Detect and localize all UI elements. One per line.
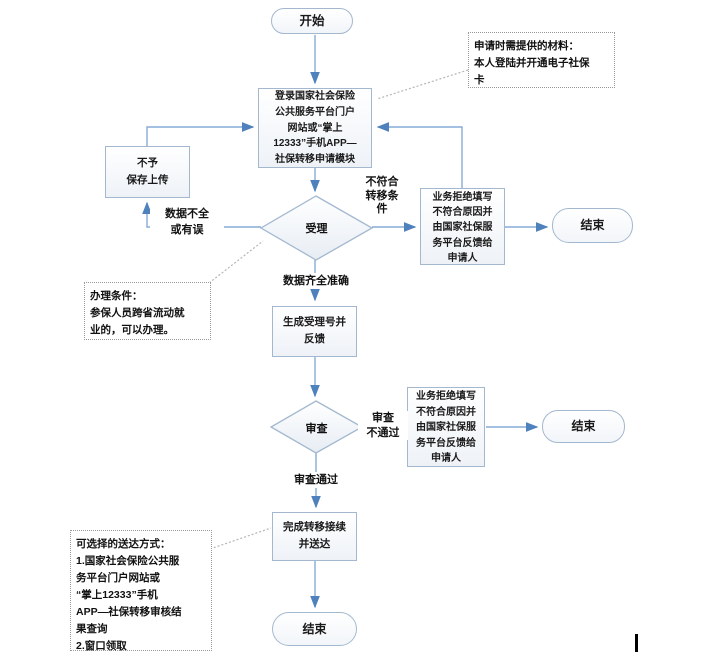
reject-feedback-step-1: 业务拒绝填写 不符合原因并 由国家社保服 务平台反馈给 申请人 (420, 188, 505, 265)
reject-feedback-step-2: 业务拒绝填写 不符合原因并 由国家社保服 务平台反馈给 申请人 (407, 387, 485, 467)
end-terminator-3: 结束 (272, 612, 357, 646)
note-delivery-options: 可选择的送达方式： 1.国家社会保险公共服 务平台门户网站或 “掌上12333”… (70, 530, 212, 652)
edge-label-data-incomplete: 数据不全 或有误 (150, 206, 224, 238)
start-terminator: 开始 (271, 8, 353, 34)
accept-diamond (259, 195, 374, 261)
generate-acceptance-number-step: 生成受理号并 反馈 (272, 306, 357, 357)
edge-label-review-pass: 审查通过 (287, 472, 345, 488)
note-required-materials: 申请时需提供的材料： 本人登陆并开通电子社保 卡 (468, 32, 615, 88)
review-diamond (269, 400, 364, 454)
text-cursor-mark (635, 634, 638, 652)
accept-diamond-label: 受理 (305, 223, 328, 235)
edge-label-data-complete: 数据齐全准确 (273, 273, 359, 289)
edge-label-review-fail: 审查 不通过 (358, 411, 408, 440)
login-platform-step: 登录国家社会保险 公共服务平台门户 网站或“掌上 12333”手机APP— 社保… (258, 88, 372, 168)
end-terminator-2: 结束 (542, 410, 625, 443)
no-save-upload-step: 不予 保存上传 (105, 146, 190, 198)
complete-transfer-step: 完成转移接续 并送达 (272, 512, 357, 561)
note-handling-conditions: 办理条件： 参保人员跨省流动就 业的，可以办理。 (84, 282, 211, 340)
end-terminator-1: 结束 (552, 208, 633, 243)
review-diamond-label: 审查 (305, 423, 328, 435)
edge-label-not-eligible: 不符合 转移条 件 (356, 176, 408, 217)
